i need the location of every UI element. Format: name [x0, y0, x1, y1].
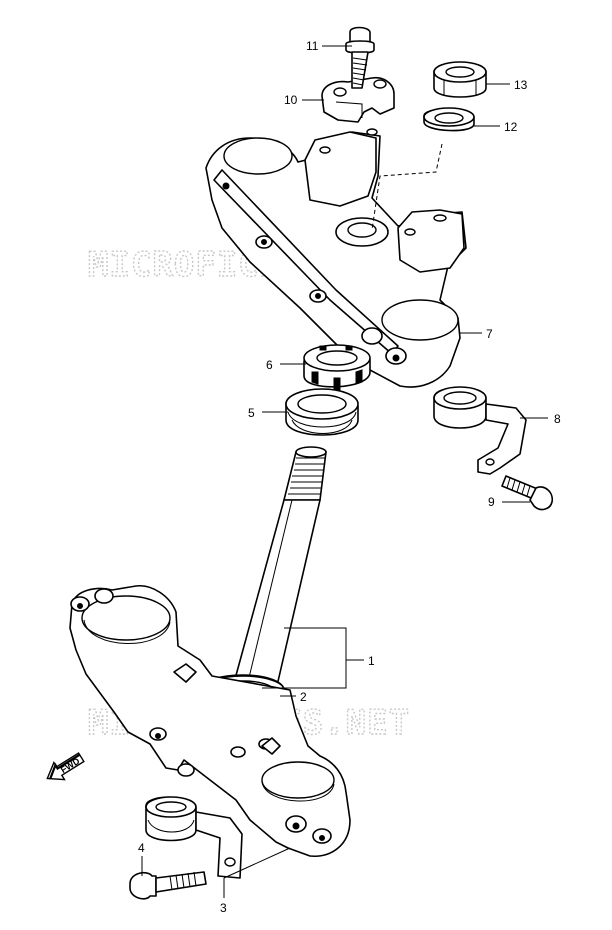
clamp-bolt	[345, 26, 375, 89]
handlebar-clamp	[321, 76, 395, 123]
upper-clamp	[433, 386, 527, 475]
leader-lines	[141, 45, 548, 898]
upper-bearing	[285, 388, 359, 436]
callout-4: 4	[138, 841, 145, 855]
lower-bracket	[69, 585, 351, 857]
lower-bolt	[129, 871, 207, 900]
lower-clamp	[145, 796, 243, 879]
callout-10: 10	[284, 93, 298, 107]
callouts: 11 10 13 12 7 6 5 8 9 1 2 4 3	[138, 39, 561, 915]
callout-2: 2	[300, 690, 307, 704]
callout-5: 5	[248, 406, 255, 420]
callout-6: 6	[266, 358, 273, 372]
washer	[423, 107, 475, 132]
top-nut	[433, 61, 487, 98]
callout-13: 13	[514, 78, 528, 92]
callout-8: 8	[554, 412, 561, 426]
upper-bracket	[205, 128, 467, 388]
upper-bolt	[501, 475, 554, 511]
callout-3: 3	[220, 901, 227, 915]
callout-1: 1	[368, 654, 375, 668]
callout-11: 11	[306, 39, 319, 53]
callout-7: 7	[486, 327, 493, 341]
steering-nut	[303, 344, 371, 391]
fwd-arrow-icon: FWD	[46, 752, 85, 781]
callout-12: 12	[504, 120, 518, 134]
callout-9: 9	[488, 495, 495, 509]
